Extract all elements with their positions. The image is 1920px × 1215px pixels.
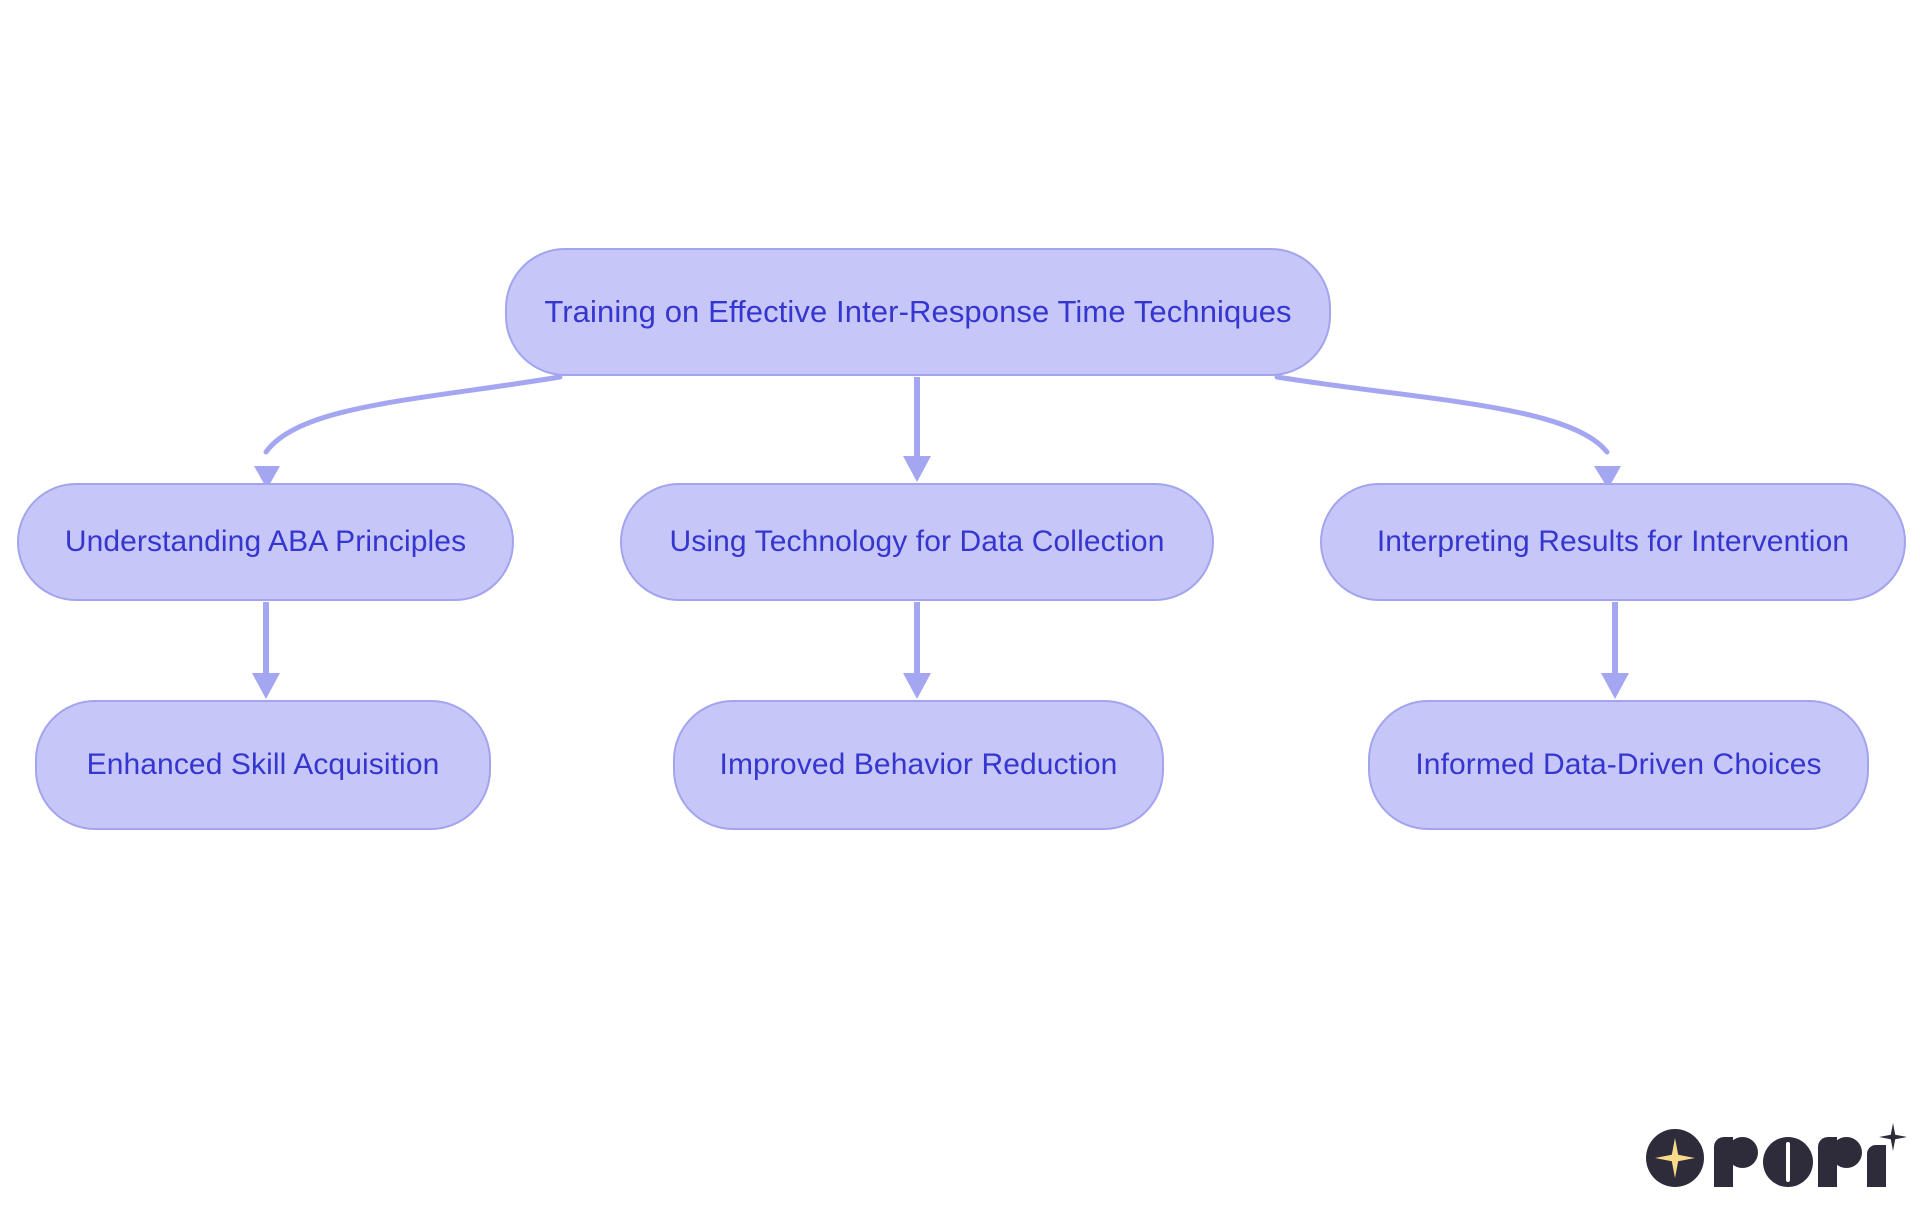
flow-node-understanding-aba-principles[interactable]: Understanding ABA Principles xyxy=(17,483,514,601)
edge-root-to-tech xyxy=(903,377,931,482)
edge-root-to-interp xyxy=(1274,374,1621,489)
edge-interp-to-choices xyxy=(1601,602,1629,699)
flow-node-root[interactable]: Training on Effective Inter-Response Tim… xyxy=(505,248,1331,376)
flow-node-informed-data-driven-choices-label: Informed Data-Driven Choices xyxy=(1415,747,1822,781)
rori-logo: rori xyxy=(1646,1123,1907,1187)
logo-letter-o xyxy=(1763,1137,1813,1187)
rori-wordmark: rori xyxy=(1714,1123,1907,1187)
edge-tech-to-behavior xyxy=(903,602,931,699)
flow-node-improved-behavior-reduction[interactable]: Improved Behavior Reduction xyxy=(673,700,1164,830)
flow-node-informed-data-driven-choices[interactable]: Informed Data-Driven Choices xyxy=(1368,700,1869,830)
logo-letter-r xyxy=(1714,1137,1758,1187)
edge-root-to-aba xyxy=(254,374,563,489)
flow-node-interpreting-results-for-intervention-label: Interpreting Results for Intervention xyxy=(1376,524,1850,558)
logo-letter-i xyxy=(1867,1123,1907,1187)
flow-node-enhanced-skill-acquisition-label: Enhanced Skill Acquisition xyxy=(86,747,440,781)
four-point-star-icon xyxy=(1646,1129,1704,1187)
flow-node-root-label: Training on Effective Inter-Response Tim… xyxy=(544,294,1292,330)
flow-node-understanding-aba-principles-label: Understanding ABA Principles xyxy=(64,524,467,558)
edge-aba-to-skill xyxy=(252,602,280,699)
flow-node-using-technology-for-data-collection[interactable]: Using Technology for Data Collection xyxy=(620,483,1214,601)
flow-node-interpreting-results-for-intervention[interactable]: Interpreting Results for Intervention xyxy=(1320,483,1906,601)
flow-node-enhanced-skill-acquisition[interactable]: Enhanced Skill Acquisition xyxy=(35,700,491,830)
logo-letter-r-2 xyxy=(1818,1137,1862,1187)
flow-node-improved-behavior-reduction-label: Improved Behavior Reduction xyxy=(719,747,1118,781)
flow-node-using-technology-for-data-collection-label: Using Technology for Data Collection xyxy=(669,524,1165,558)
star-glyph xyxy=(1655,1138,1695,1178)
